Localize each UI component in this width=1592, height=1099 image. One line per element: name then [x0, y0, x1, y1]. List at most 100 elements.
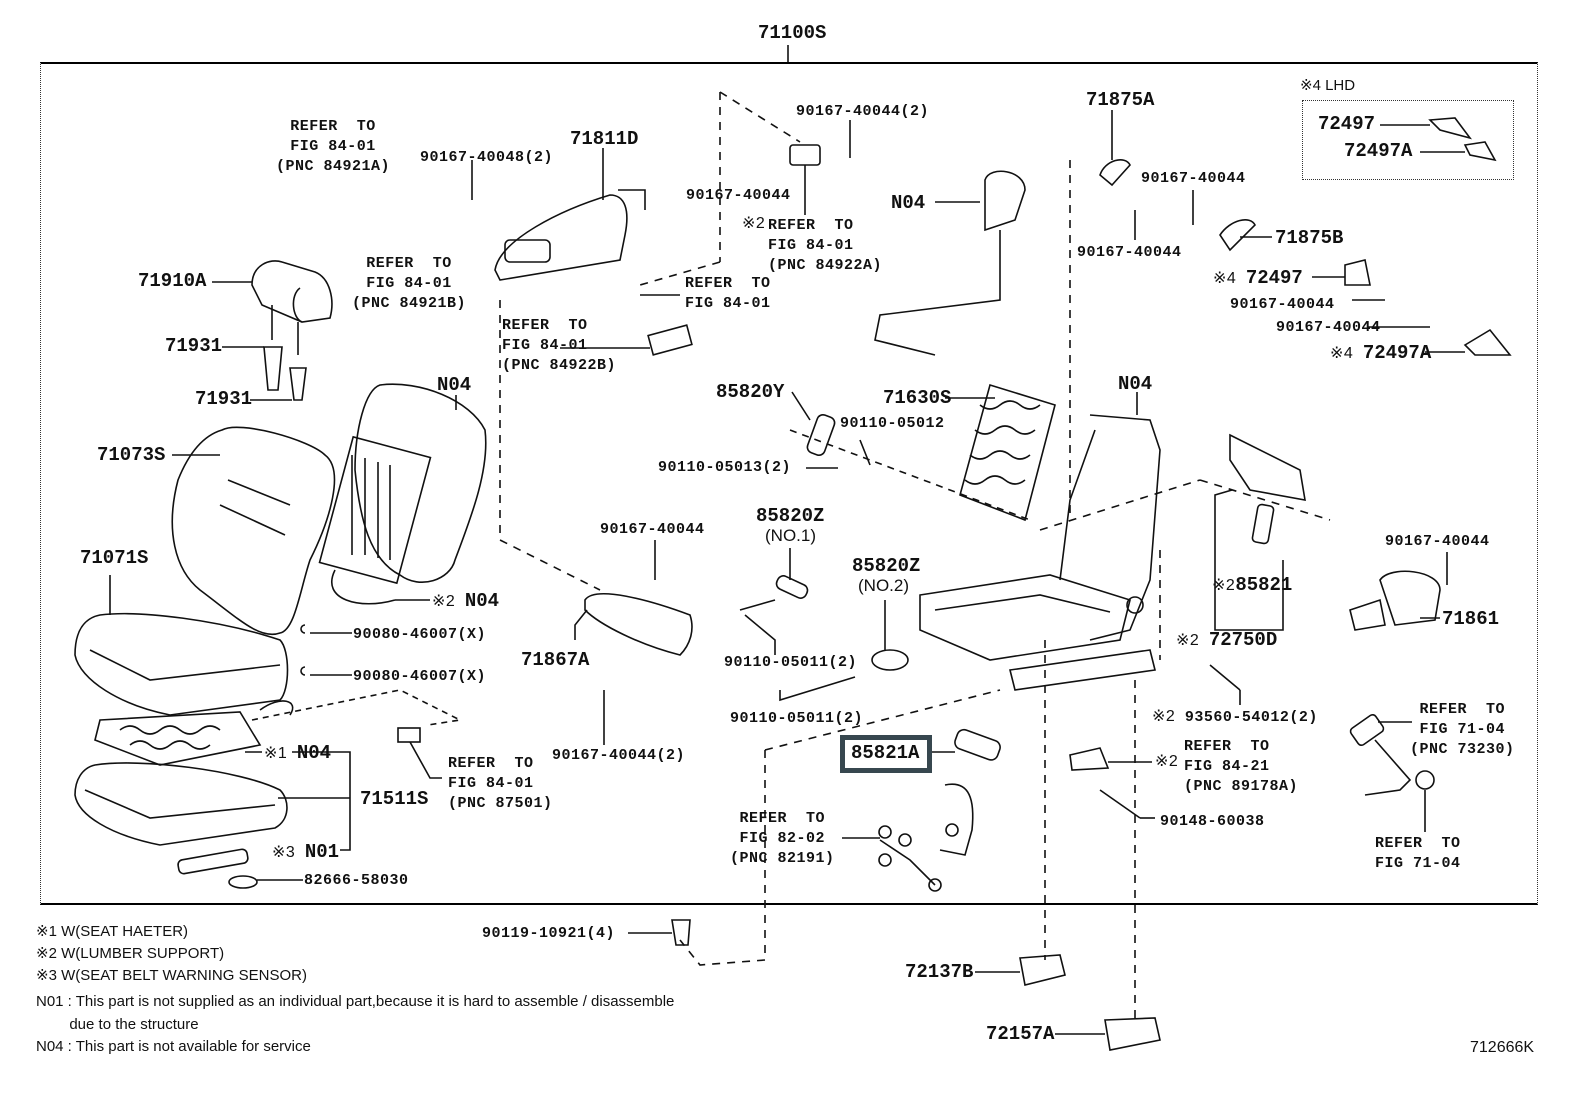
hinge-cover-b-shape	[1219, 219, 1256, 252]
part-label-90167-40044[interactable]: 90167-40044	[686, 187, 791, 204]
part-label-90080-46007[interactable]: 90080-46007(X)	[353, 668, 487, 685]
seat-cushion-cover-shape	[74, 612, 289, 716]
part-label-72750D[interactable]: ※2 72750D	[1176, 629, 1278, 651]
part-label-71073S[interactable]: 71073S	[97, 444, 166, 466]
part-label-85821[interactable]: ※285821	[1212, 574, 1293, 596]
assembly-dashed-guides	[499, 91, 1331, 1020]
refer-to-fig-84-01-pnc-87501[interactable]: REFER TO FIG 84-01 (PNC 87501)	[448, 755, 553, 812]
part-label-71875B[interactable]: 71875B	[1275, 227, 1344, 249]
legend-item-seat-heater: ※1 W(SEAT HAETER)	[36, 923, 189, 940]
part-label-72497A[interactable]: ※4 72497A	[1330, 342, 1432, 364]
part-label-N01[interactable]: ※3 N01	[272, 841, 340, 863]
seat-frame-shape	[919, 414, 1161, 691]
connector-shape	[397, 727, 421, 743]
part-label-90110-05011[interactable]: 90110-05011(2)	[730, 710, 864, 727]
part-label-71867A[interactable]: 71867A	[521, 649, 590, 671]
side-shield-shape	[494, 194, 628, 281]
part-label-85820Z-no1[interactable]: 85820Z	[756, 505, 825, 527]
refer-to-fig-84-01[interactable]: REFER TO FIG 84-01	[685, 275, 771, 312]
part-label-N04-heater[interactable]: ※1 N04	[264, 742, 332, 764]
grommet-shape	[228, 875, 258, 889]
part-label-71071S[interactable]: 71071S	[80, 547, 149, 569]
part-label-90167-40048[interactable]: 90167-40048(2)	[420, 149, 554, 166]
part-label-90110-05011[interactable]: 90110-05011(2)	[724, 654, 858, 671]
part-label-90167-40044-qty2[interactable]: 90167-40044(2)	[796, 103, 930, 120]
part-label-N04-wire[interactable]: N04	[891, 192, 926, 214]
part-label-71931[interactable]: 71931	[165, 335, 223, 357]
lumbar-support-shape	[959, 383, 1056, 522]
seat-cushion-pad-shape	[74, 762, 288, 846]
lumbar-motor-shape	[806, 414, 836, 456]
part-label-71630S[interactable]: 71630S	[883, 387, 952, 409]
seatback-pad-shape	[318, 383, 487, 605]
part-label-90110-05012[interactable]: 90110-05012	[840, 415, 945, 432]
lumbar-switch-ref-mark: ※2	[742, 215, 766, 232]
part-label-72157A[interactable]: 72157A	[986, 1023, 1055, 1045]
lhd-cover-72497-shape	[1428, 117, 1473, 140]
lumbar-motor-85821-shape	[1251, 503, 1275, 545]
part-label-N04-frame[interactable]: N04	[1118, 373, 1153, 395]
refer-to-fig-84-01-pnc-84922B[interactable]: REFER TO FIG 84-01 (PNC 84922B)	[502, 317, 617, 374]
part-label-85820Z-no1-sub: (NO.1)	[765, 526, 816, 545]
part-label-90167-40044[interactable]: 90167-40044	[1276, 319, 1381, 336]
lhd-box	[1302, 100, 1514, 180]
cover-72497A-shape	[1463, 328, 1512, 356]
figure-id: 712666K	[1470, 1039, 1535, 1056]
part-label-71511S[interactable]: 71511S	[360, 788, 429, 810]
refer-to-fig-84-01-pnc-84921A[interactable]: REFER TO FIG 84-01 (PNC 84921A)	[276, 118, 391, 175]
note-N04: N04 : This part is not available for ser…	[36, 1038, 311, 1055]
part-label-90167-40044-qty2[interactable]: 90167-40044(2)	[552, 747, 686, 764]
bracket-shape	[647, 324, 693, 356]
refer-to-fig-84-01-pnc-84922A[interactable]: REFER TO FIG 84-01 (PNC 84922A)	[768, 217, 883, 274]
part-label-90119-10921[interactable]: 90119-10921(4)	[482, 925, 616, 942]
part-label-90080-46007[interactable]: 90080-46007(X)	[353, 626, 487, 643]
legend-item-lumber-support: ※2 W(LUMBER SUPPORT)	[36, 945, 225, 962]
part-label-85821A[interactable]: 85821A	[851, 742, 920, 764]
refer-to-fig-84-01-pnc-84921B[interactable]: REFER TO FIG 84-01 (PNC 84921B)	[352, 255, 467, 312]
switch-shape	[1069, 747, 1110, 771]
refer-to-fig-84-21-pnc-89178A[interactable]: REFER TO FIG 84-21 (PNC 89178A)	[1184, 738, 1299, 795]
part-label-90110-05013[interactable]: 90110-05013(2)	[658, 459, 792, 476]
diagram-frame	[40, 62, 1538, 905]
part-label-71931[interactable]: 71931	[195, 388, 253, 410]
note-N01: N01 : This part is not supplied as an in…	[36, 993, 675, 1010]
belt-sensor-shape	[177, 848, 249, 875]
part-label-90167-40044[interactable]: 90167-40044	[1077, 244, 1182, 261]
trim-cover-shape	[584, 593, 693, 656]
part-label-85820Y[interactable]: 85820Y	[716, 381, 785, 403]
part-label-71910A[interactable]: 71910A	[138, 270, 207, 292]
mark-2: ※2	[432, 593, 456, 610]
part-label-71861[interactable]: 71861	[1442, 608, 1500, 630]
part-label-90148-60038[interactable]: 90148-60038	[1160, 813, 1265, 830]
part-label-82666-58030[interactable]: 82666-58030	[304, 872, 409, 889]
assembly-label[interactable]: 71100S	[758, 22, 827, 44]
part-label-71811D[interactable]: 71811D	[570, 128, 639, 150]
lumbar-switch-shape	[789, 144, 821, 166]
part-label-72497[interactable]: ※4 72497	[1213, 267, 1303, 289]
refer-to-fig-71-04-pnc-73230[interactable]: REFER TO FIG 71-04 (PNC 73230)	[1410, 701, 1515, 758]
seat-heater-mat-shape	[94, 700, 294, 766]
part-label-N04[interactable]: N04	[437, 374, 472, 396]
refer-to-fig-82-02-pnc-82191[interactable]: REFER TO FIG 82-02 (PNC 82191)	[730, 810, 835, 867]
switch-ref-mark: ※2	[1155, 753, 1179, 770]
part-label-90167-40044[interactable]: 90167-40044	[1385, 533, 1490, 550]
part-label-90167-40044[interactable]: 90167-40044	[1230, 296, 1335, 313]
adjuster-rail-shape	[1229, 433, 1306, 501]
cover-72137B-shape	[1019, 954, 1066, 986]
screw-90119-shape	[671, 919, 691, 946]
part-label-93560-54012[interactable]: ※2 93560-54012(2)	[1152, 708, 1318, 726]
lhd-cover-72497A-shape	[1463, 141, 1497, 162]
highlighted-part-box[interactable]	[840, 735, 932, 773]
part-label-85820Z-no2[interactable]: 85820Z	[852, 555, 921, 577]
part-label-90167-40044[interactable]: 90167-40044	[1141, 170, 1246, 187]
legend-item-seat-belt-warning-sensor: ※3 W(SEAT BELT WARNING SENSOR)	[36, 967, 307, 984]
part-label-90167-40044[interactable]: 90167-40044	[600, 521, 705, 538]
part-label-71875A[interactable]: 71875A	[1086, 89, 1155, 111]
part-label-N04-lumbar[interactable]: ※2 N04	[432, 590, 500, 612]
wire-harness-shape	[878, 783, 974, 892]
lhd-part-label-72497[interactable]: 72497	[1318, 113, 1376, 135]
lhd-part-label-72497A[interactable]: 72497A	[1344, 140, 1413, 162]
motor-no1-shape	[775, 575, 809, 599]
part-label-72137B[interactable]: 72137B	[905, 961, 974, 983]
refer-to-fig-71-04[interactable]: REFER TO FIG 71-04	[1375, 835, 1461, 872]
